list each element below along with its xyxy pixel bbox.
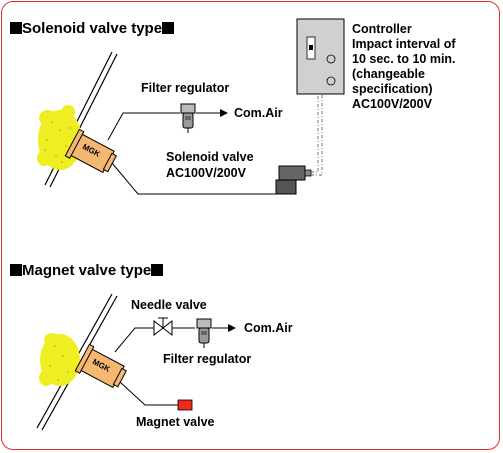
controller-label-block: Controller Impact interval of 10 sec. to… bbox=[352, 22, 456, 112]
controller-box bbox=[296, 18, 345, 95]
title-square-icon bbox=[162, 22, 175, 34]
title-square-icon bbox=[10, 264, 22, 276]
solenoid-valve-pipe bbox=[111, 162, 278, 195]
magnet-title-text: Magnet valve type bbox=[22, 262, 152, 279]
solenoid-valve-icon bbox=[275, 165, 312, 195]
magnet-valve-pipe bbox=[119, 381, 178, 406]
magnet-air-pipe bbox=[114, 327, 195, 353]
solenoid-com-air-arrow bbox=[196, 109, 228, 117]
solenoid-valve-label: Solenoid valve bbox=[166, 150, 254, 164]
controller-title: Controller bbox=[352, 22, 412, 36]
controller-line-1: Impact interval of bbox=[352, 37, 456, 51]
solenoid-dust-specks bbox=[44, 121, 71, 163]
solenoid-title-text: Solenoid valve type bbox=[22, 20, 163, 37]
solenoid-mgk-unit bbox=[64, 128, 117, 174]
magnet-valve-label: Magnet valve bbox=[136, 415, 215, 429]
solenoid-com-air-label: Com.Air bbox=[234, 106, 283, 120]
needle-valve-icon bbox=[153, 317, 173, 337]
magnet-filter-regulator-icon bbox=[196, 318, 212, 348]
magnet-filter-regulator-label: Filter regulator bbox=[163, 352, 252, 366]
controller-line-3: (changeable bbox=[352, 67, 425, 81]
controller-line-2: 10 sec. to 10 min. bbox=[352, 52, 456, 66]
solenoid-air-pipe bbox=[107, 112, 180, 141]
controller-line-4: specification) bbox=[352, 82, 433, 96]
magnet-valve-icon bbox=[177, 399, 193, 411]
solenoid-section-title: Solenoid valve type bbox=[10, 20, 175, 38]
solenoid-filter-regulator-icon bbox=[180, 103, 196, 133]
solenoid-filter-regulator-label: Filter regulator bbox=[141, 81, 230, 95]
title-square-icon bbox=[151, 264, 164, 276]
magnet-com-air-arrow bbox=[212, 324, 236, 332]
magnet-dust-specks bbox=[49, 345, 69, 381]
controller-line-5: AC100V/200V bbox=[352, 97, 432, 111]
magnet-com-air-label: Com.Air bbox=[244, 321, 293, 335]
controller-signal-cable bbox=[311, 92, 323, 176]
needle-valve-label: Needle valve bbox=[131, 298, 207, 312]
magnet-section-title: Magnet valve type bbox=[10, 262, 164, 280]
title-square-icon bbox=[10, 22, 22, 34]
solenoid-valve-voltage: AC100V/200V bbox=[166, 166, 246, 180]
magnet-dust bbox=[39, 333, 80, 386]
magnet-mgk-unit bbox=[74, 343, 127, 389]
